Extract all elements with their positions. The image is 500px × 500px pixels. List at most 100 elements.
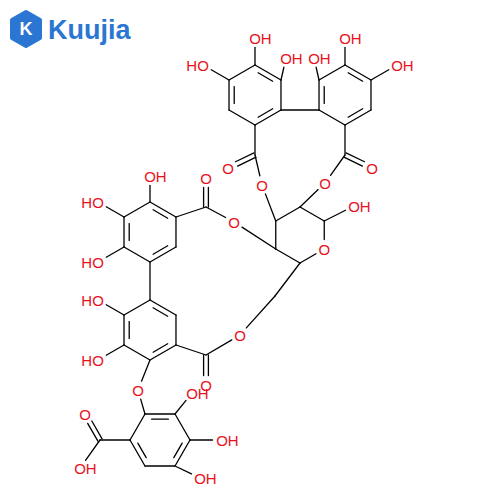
- atom-label: O: [234, 328, 246, 343]
- bond-line: [238, 157, 256, 166]
- atom-label: OH: [144, 169, 167, 184]
- bond-line: [281, 109, 319, 110]
- bond-line: [280, 80, 281, 110]
- atom-label: HO: [186, 58, 209, 73]
- bond-line: [92, 421, 102, 439]
- bond-line: [203, 188, 204, 208]
- atom-label: HO: [81, 293, 104, 308]
- atom-label: HO: [81, 195, 104, 210]
- bond-line: [175, 400, 186, 414]
- bond-line: [324, 87, 325, 104]
- bond-line: [123, 217, 124, 247]
- atom-label: O: [319, 176, 331, 191]
- bond-line: [149, 262, 150, 300]
- bond-line: [208, 188, 209, 208]
- bond-line: [203, 355, 204, 376]
- bond-line: [153, 210, 168, 218]
- bond-line: [300, 254, 316, 263]
- bond-line: [88, 423, 98, 441]
- bond-line: [176, 207, 206, 217]
- atom-label: O: [222, 161, 234, 176]
- bond-line: [371, 70, 389, 80]
- bond-line: [124, 247, 150, 262]
- atom-label: OH: [74, 461, 97, 476]
- bond-line: [106, 305, 124, 315]
- bond-line: [153, 344, 168, 352]
- bond-line: [100, 439, 130, 440]
- bond-line: [153, 308, 168, 316]
- bond-line: [319, 65, 345, 80]
- bond-line: [175, 315, 176, 345]
- bond-line: [176, 345, 206, 355]
- bond-line: [246, 296, 275, 328]
- atom-label: O: [79, 407, 91, 422]
- bond-line: [175, 414, 190, 440]
- bond-line: [319, 110, 345, 125]
- atom-label: OH: [308, 51, 331, 66]
- logo-letter: K: [20, 20, 33, 38]
- bond-line: [153, 246, 168, 254]
- bond-line: [348, 109, 363, 117]
- bond-line: [106, 207, 124, 217]
- bond-line: [145, 413, 175, 414]
- bond-line: [106, 247, 124, 257]
- bond-line: [254, 48, 255, 66]
- bond-line: [258, 73, 273, 81]
- bond-line: [149, 186, 150, 203]
- bond-line: [344, 157, 362, 166]
- atom-label: OH: [348, 199, 371, 214]
- bond-line: [124, 345, 150, 360]
- bond-line: [324, 210, 345, 221]
- bond-line: [174, 443, 182, 458]
- bond-line: [275, 221, 276, 249]
- atom-label: OH: [249, 31, 272, 46]
- bond-line: [124, 202, 150, 217]
- bond-line: [141, 399, 145, 414]
- bond-line: [138, 443, 146, 458]
- bond-line: [346, 153, 364, 162]
- bond-line: [152, 419, 169, 420]
- logo-hexagon: [12, 12, 40, 46]
- bond-line: [265, 194, 275, 221]
- bond-line: [236, 153, 254, 162]
- bond-line: [348, 73, 363, 81]
- bond-line: [276, 207, 300, 221]
- bond-line: [228, 80, 229, 110]
- atom-label: O: [228, 215, 240, 230]
- bond-line: [234, 87, 235, 104]
- bond-line: [275, 263, 300, 296]
- bond-line: [124, 300, 150, 315]
- bond-line: [276, 249, 300, 263]
- bond-line: [129, 322, 130, 339]
- bond-line: [175, 217, 176, 247]
- atom-label: OH: [194, 471, 217, 486]
- bond-line: [324, 221, 325, 240]
- atom-label: O: [200, 171, 212, 186]
- bond-line: [129, 224, 130, 241]
- bond-line: [106, 345, 124, 355]
- bond-line: [316, 67, 319, 80]
- bond-line: [254, 125, 255, 155]
- bond-line: [206, 207, 226, 218]
- bond-line: [300, 207, 324, 221]
- bond-line: [242, 227, 276, 249]
- bond-line: [229, 110, 255, 125]
- bond-line: [344, 125, 345, 155]
- bond-line: [208, 355, 209, 376]
- atom-label: O: [132, 383, 144, 398]
- atom-label: HO: [81, 353, 104, 368]
- bond-line: [130, 414, 145, 440]
- bond-line: [281, 67, 284, 80]
- bond-line: [190, 439, 213, 440]
- logo-wordmark: Kuujia: [48, 17, 131, 44]
- bond-line: [145, 465, 175, 466]
- bond-line: [255, 155, 260, 176]
- bond-line: [86, 440, 100, 460]
- atom-label: OH: [339, 31, 362, 46]
- bond-line: [370, 80, 371, 110]
- atom-label: O: [318, 242, 330, 257]
- atom-label: OH: [391, 58, 414, 73]
- atom-label: OH: [216, 433, 239, 448]
- bond-line: [142, 360, 150, 381]
